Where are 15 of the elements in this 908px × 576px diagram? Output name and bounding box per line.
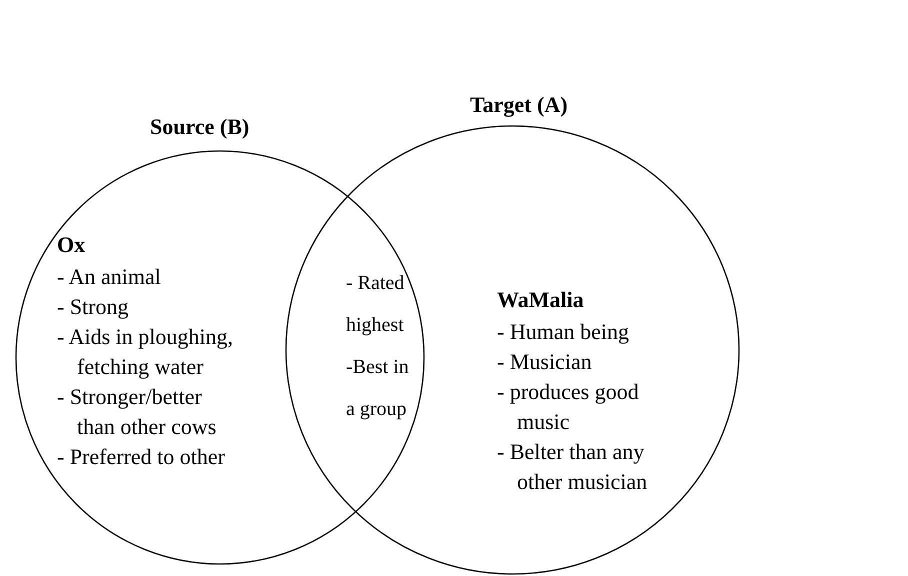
list-item: - Rated highest: [346, 271, 406, 338]
list-item: -Best in a group: [346, 355, 410, 422]
list-item: - An animal: [57, 263, 162, 291]
set-name: Ox: [57, 231, 86, 259]
list-item: - Stronger/better than other cows: [57, 383, 218, 441]
list-item: - produces good music: [497, 378, 640, 436]
list-item: - Musician: [497, 348, 593, 376]
list-item: - Aids in ploughing, fetching water: [57, 323, 234, 381]
list-item: - Strong: [57, 293, 130, 321]
set-title: Target (A): [470, 91, 569, 119]
list-item: - Belter than any other musician: [497, 438, 648, 496]
set-name: WaMalia: [497, 286, 585, 314]
list-item: - Preferred to other: [57, 443, 226, 471]
list-item: - Human being: [497, 318, 630, 346]
set-title: Source (B): [150, 113, 250, 141]
